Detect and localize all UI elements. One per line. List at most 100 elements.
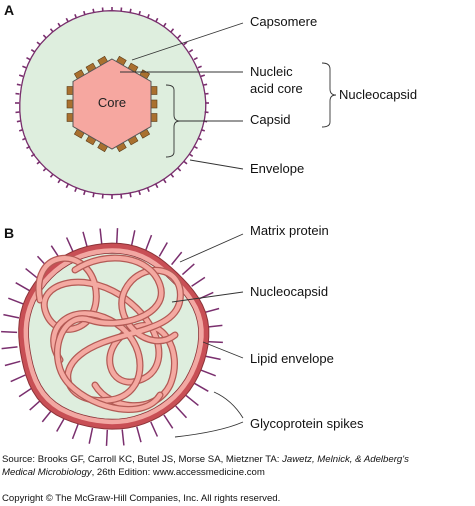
- glycoprotein-spike: [136, 426, 142, 443]
- matrix-protein-leader: [179, 233, 244, 263]
- nucleic-acid-label-line1: Nucleic: [250, 64, 293, 79]
- envelope-spike: [129, 193, 132, 198]
- glycoprotein-spike: [25, 268, 39, 280]
- source-suffix: , 26th Edition: www.accessmedicine.com: [91, 467, 265, 478]
- glycoprotein-spike: [8, 297, 24, 305]
- spike-leader-1: [213, 391, 244, 419]
- matrix-protein-label: Matrix protein: [250, 223, 329, 238]
- glycoprotein-spike: [204, 355, 221, 361]
- source-line-1: Source: Brooks GF, Carroll KC, Butel JS,…: [2, 454, 409, 465]
- envelope-spike: [197, 65, 202, 69]
- envelope-spike: [16, 83, 21, 86]
- glycoprotein-spike: [203, 307, 220, 314]
- envelope-spike: [57, 179, 61, 184]
- envelope-spike: [200, 74, 206, 78]
- glycoprotein-spike: [56, 417, 66, 432]
- glycoprotein-spike: [200, 369, 216, 377]
- glycoprotein-spike: [206, 340, 223, 344]
- envelope-spike: [16, 120, 21, 123]
- envelope-spike: [83, 190, 86, 196]
- panel-a-leaders: [120, 22, 337, 170]
- envelope-spike: [188, 49, 194, 53]
- envelope-spike: [193, 56, 198, 61]
- envelope-spike: [138, 190, 141, 196]
- glycoprotein-spike: [105, 429, 109, 446]
- glycoprotein-spike: [185, 394, 199, 406]
- glycoprotein-spike: [18, 387, 33, 398]
- glycoprotein-spike: [206, 324, 223, 328]
- source-line-2: Medical Microbiology, 26th Edition: www.…: [2, 467, 265, 478]
- capsomere-label: Capsomere: [250, 14, 318, 29]
- glycoprotein-spike: [3, 313, 20, 319]
- core-text: Core: [98, 95, 126, 110]
- nucleocapsid-label-b: Nucleocapsid: [250, 284, 329, 299]
- glycoprotein-spike: [4, 360, 21, 367]
- nucleic-acid-core: [72, 58, 152, 150]
- nucleocapsid-leader-b: [171, 291, 244, 303]
- envelope-spike: [92, 193, 95, 198]
- glycoprotein-spike: [65, 237, 74, 253]
- envelope-spike: [163, 179, 167, 184]
- envelope-spike: [183, 41, 188, 46]
- glycoprotein-spike: [1, 346, 18, 350]
- panel-b-label: B: [4, 225, 15, 241]
- glycoprotein-spike: [171, 251, 183, 266]
- copyright: Copyright © The McGraw-Hill Companies, I…: [2, 493, 281, 504]
- glycoprotein-spike: [150, 421, 159, 437]
- glycoprotein-spike: [191, 276, 206, 287]
- capsid-label: Capsid: [250, 112, 291, 127]
- glycoprotein-spike: [82, 231, 88, 248]
- glycoprotein-spike: [130, 230, 136, 247]
- nucleocapsid-strand: [55, 255, 164, 412]
- glycoprotein-spikes-label: Glycoprotein spikes: [250, 416, 364, 431]
- envelope-spike: [183, 160, 188, 165]
- envelope-spike: [163, 22, 167, 27]
- envelope-leader-a: [189, 159, 244, 170]
- envelope-spike: [42, 34, 47, 39]
- spike-leader-2: [174, 421, 244, 438]
- nucleocapsid-coil: [35, 254, 184, 413]
- envelope-spike: [170, 28, 175, 33]
- envelope-spike: [22, 65, 27, 69]
- glycoprotein-spike: [158, 242, 168, 257]
- envelope-spike: [74, 187, 78, 193]
- glycoprotein-spike: [71, 423, 79, 440]
- envelope-spike: [30, 49, 36, 53]
- glycoprotein-spike: [99, 228, 103, 245]
- glycoprotein-spike: [1, 330, 18, 334]
- envelope-spike: [155, 183, 159, 189]
- panel-a-figure: Core: [15, 7, 209, 199]
- envelope-spike: [203, 83, 208, 86]
- glycoprotein-spike: [115, 228, 119, 245]
- glycoprotein-spike: [194, 382, 209, 392]
- panel-b-figure: [1, 228, 223, 446]
- panel-a-label: A: [4, 2, 15, 18]
- envelope-label: Envelope: [250, 161, 305, 176]
- glycoprotein-spike: [15, 282, 30, 292]
- envelope-spike: [177, 34, 182, 39]
- envelope-spike: [177, 167, 182, 172]
- nucleocapsid-label-a: Nucleocapsid: [339, 87, 418, 102]
- glycoprotein-spike: [121, 429, 125, 446]
- source-title-2: Medical Microbiology: [2, 467, 92, 478]
- source-prefix: Source: Brooks GF, Carroll KC, Butel JS,…: [2, 454, 283, 465]
- glycoprotein-spike: [88, 427, 94, 444]
- nucleic-acid-label-line2: acid core: [250, 81, 303, 96]
- nucleocapsid-strand: [36, 256, 177, 408]
- nucleocapsid-brace: [321, 62, 337, 128]
- envelope-spike: [18, 74, 24, 78]
- envelope-spike: [65, 183, 69, 189]
- glycoprotein-spike: [10, 374, 26, 383]
- envelope-spike: [170, 173, 175, 178]
- panel-b-leaders: [171, 233, 244, 438]
- envelope-spike: [146, 187, 150, 193]
- capsomere-leader: [131, 22, 244, 61]
- source-title-1: Jawetz, Melnick, & Adelberg's: [282, 454, 409, 465]
- envelope-spike: [36, 41, 41, 46]
- glycoprotein-spike: [175, 405, 188, 419]
- lipid-envelope-label: Lipid envelope: [250, 351, 334, 366]
- glycoprotein-spikes: [1, 228, 223, 446]
- glycoprotein-spike: [163, 414, 174, 429]
- envelope-spike: [26, 56, 31, 61]
